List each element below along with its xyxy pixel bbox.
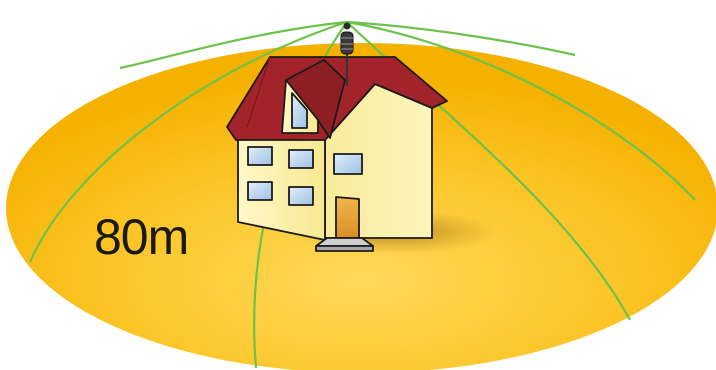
- window: [248, 147, 272, 165]
- range-label: 80m: [94, 212, 188, 262]
- doorstep: [316, 238, 373, 246]
- window: [248, 182, 272, 200]
- house-icon: [227, 57, 447, 251]
- window: [289, 150, 313, 168]
- window: [334, 154, 362, 174]
- door: [336, 197, 359, 238]
- window: [289, 187, 313, 205]
